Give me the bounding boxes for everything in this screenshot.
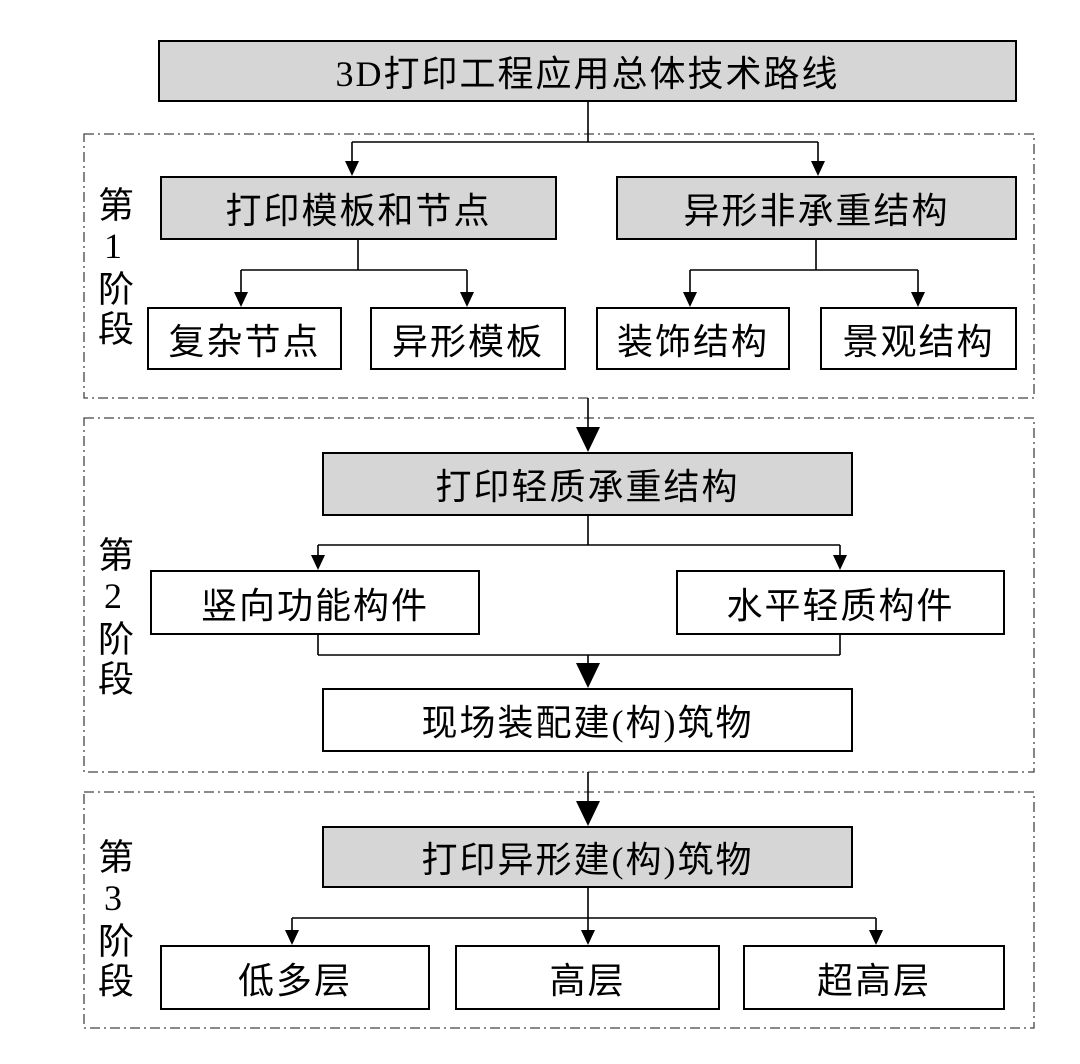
arrowhead [285, 930, 299, 945]
stage-2-child-node: 水平轻质构件 [676, 570, 1005, 635]
arrowhead [581, 930, 595, 945]
stage-2-main-node: 打印轻质承重结构 [322, 452, 853, 516]
stage-1-label: 第1阶段 [93, 186, 133, 350]
stage-2-child-node: 竖向功能构件 [150, 570, 480, 635]
arrowhead [833, 555, 847, 570]
stage-1-leaf-node: 景观结构 [820, 307, 1017, 370]
connector-stage2-split [317, 516, 841, 556]
stage-1-leaf-node: 装饰结构 [596, 307, 790, 370]
stage-3-main-node: 打印异形建(构)筑物 [322, 826, 853, 888]
title-node: 3D打印工程应用总体技术路线 [158, 40, 1017, 102]
stage-1-leaf-node: 异形模板 [370, 307, 566, 370]
stage-3-child-node: 超高层 [743, 945, 1005, 1010]
stage-3-label: 第3阶段 [93, 838, 133, 1002]
arrowhead [683, 292, 697, 307]
stage-3-child-node: 低多层 [160, 945, 430, 1010]
stage-2-label: 第2阶段 [93, 536, 133, 700]
stage-1-branch-a-node: 打印模板和节点 [160, 176, 557, 240]
connector-stage3-split [291, 888, 877, 931]
connector-branch-a [240, 240, 468, 293]
stage-1-branch-b-node: 异形非承重结构 [616, 176, 1017, 240]
big-arrowhead [576, 427, 600, 452]
connector-title-to-stage1 [351, 102, 819, 162]
arrowhead [869, 930, 883, 945]
arrowhead [311, 555, 325, 570]
arrowhead [811, 161, 825, 176]
stage-2-result-node: 现场装配建(构)筑物 [322, 688, 853, 752]
stage-1-frame [83, 133, 1035, 399]
arrowhead [234, 292, 248, 307]
connector-branch-b [689, 240, 919, 293]
stage-2-frame [83, 417, 1035, 773]
stage-1-leaf-node: 复杂节点 [147, 307, 342, 370]
arrowhead [460, 292, 474, 307]
arrowhead [911, 292, 925, 307]
big-arrowhead [576, 663, 600, 688]
connector-stage2-merge [317, 635, 841, 665]
arrowhead [345, 161, 359, 176]
big-arrowhead [576, 801, 600, 826]
stage-3-child-node: 高层 [455, 945, 720, 1010]
stage-3-frame [83, 791, 1035, 1029]
